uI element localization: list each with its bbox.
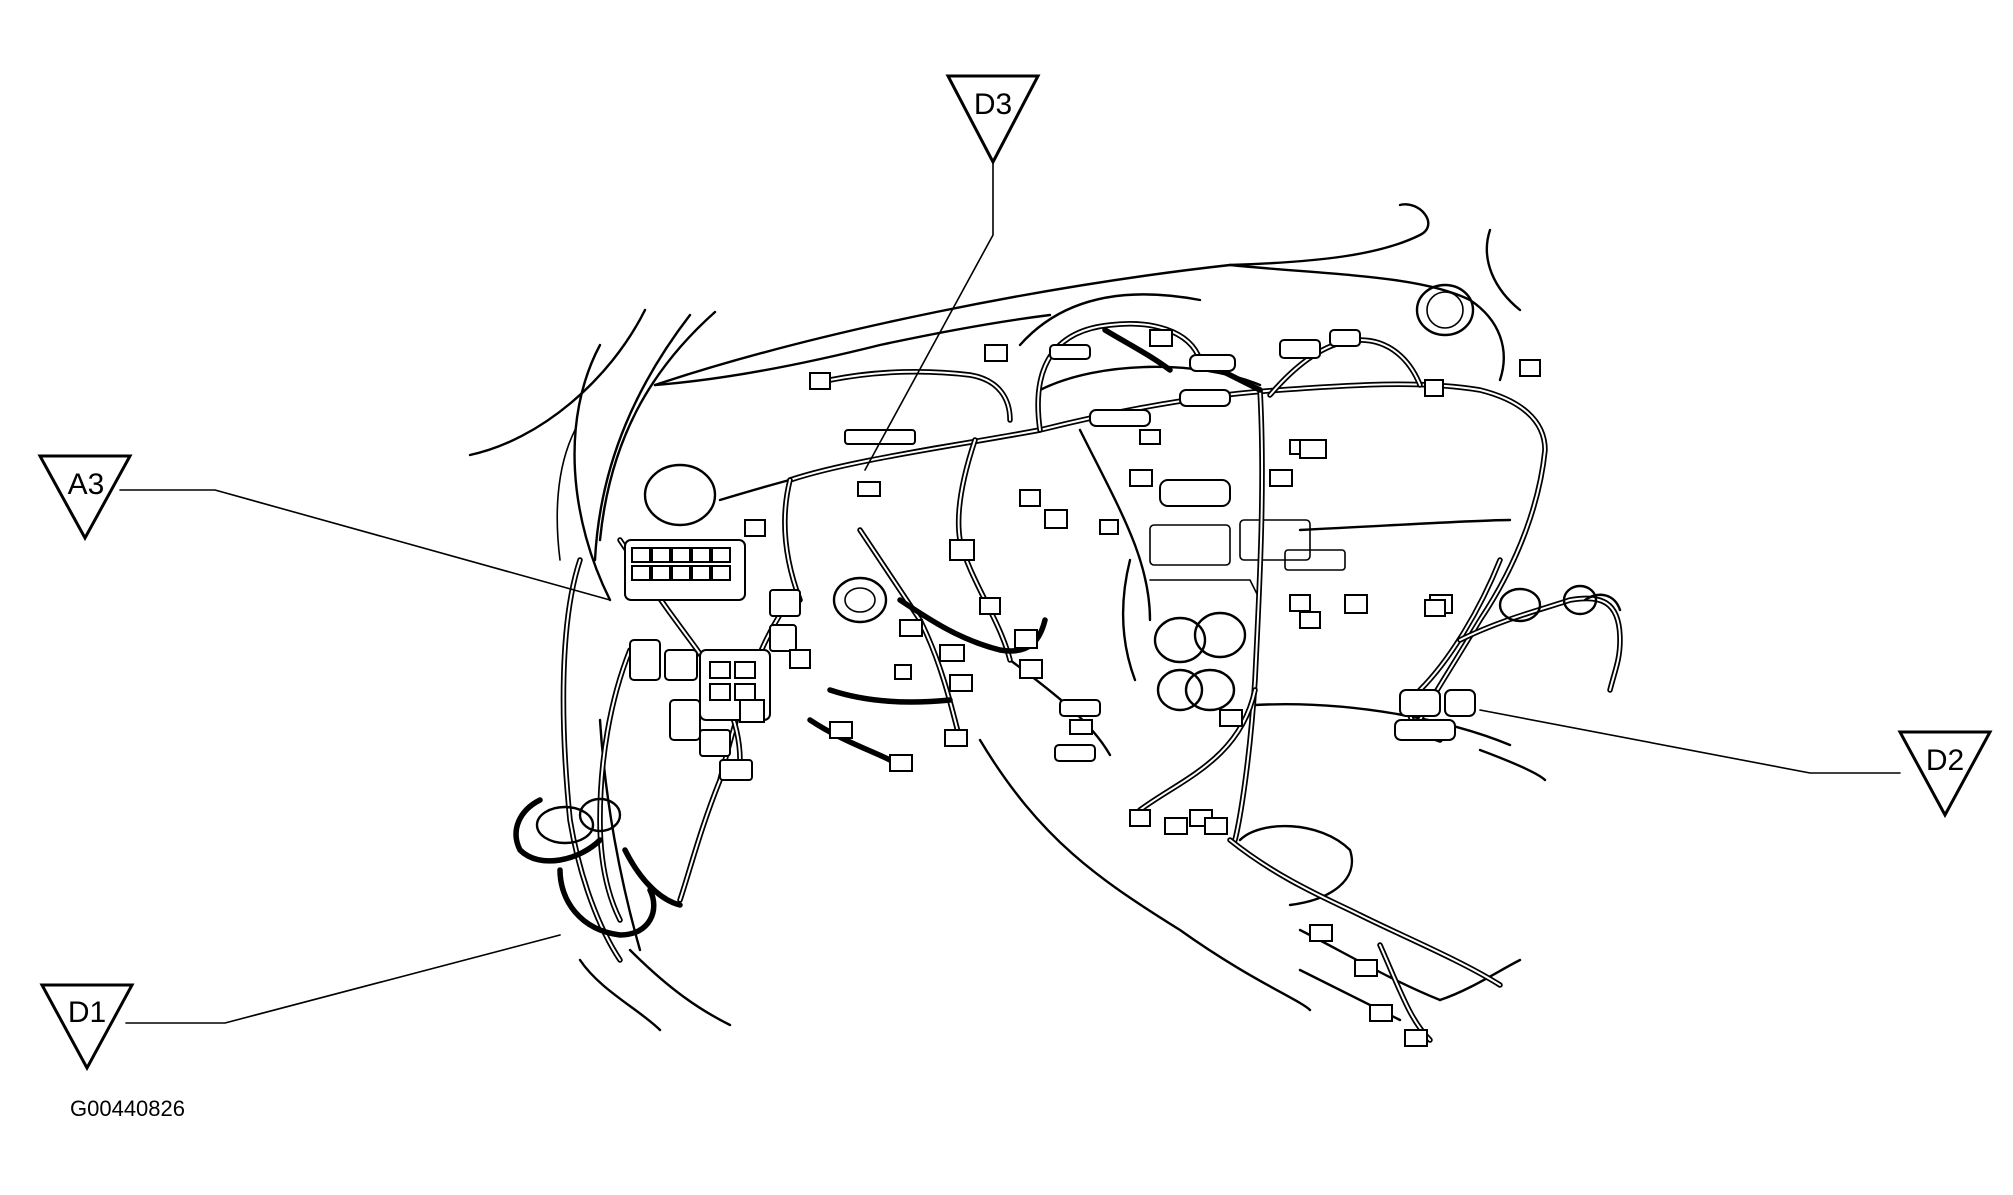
- leader-a3: [119, 489, 611, 601]
- leader-d3: [864, 161, 994, 471]
- triangle-marker-d1: [39, 983, 135, 1072]
- triangle-marker-d3: [945, 74, 1041, 166]
- callout-d3: D3: [945, 74, 1041, 166]
- dashboard-outline: [468, 203, 1547, 1032]
- callout-d2: D2: [1897, 730, 1993, 819]
- callout-label-d3: D3: [974, 88, 1012, 121]
- callout-a3: A3: [37, 454, 133, 542]
- junction-block: [535, 519, 888, 845]
- main-harness: [513, 321, 1623, 1043]
- leader-d1: [125, 934, 561, 1024]
- triangle-marker-a3: [37, 454, 133, 542]
- callout-label-a3: A3: [68, 468, 105, 501]
- callout-label-d2: D2: [1926, 744, 1964, 777]
- callout-d1: D1: [39, 983, 135, 1072]
- triangle-marker-d2: [1897, 730, 1993, 819]
- figure-id: G00440826: [70, 1096, 185, 1121]
- leader-lines: [119, 161, 1901, 1024]
- leader-d2: [1479, 709, 1901, 774]
- connectors: [809, 329, 1622, 1047]
- callout-label-d1: D1: [68, 996, 106, 1029]
